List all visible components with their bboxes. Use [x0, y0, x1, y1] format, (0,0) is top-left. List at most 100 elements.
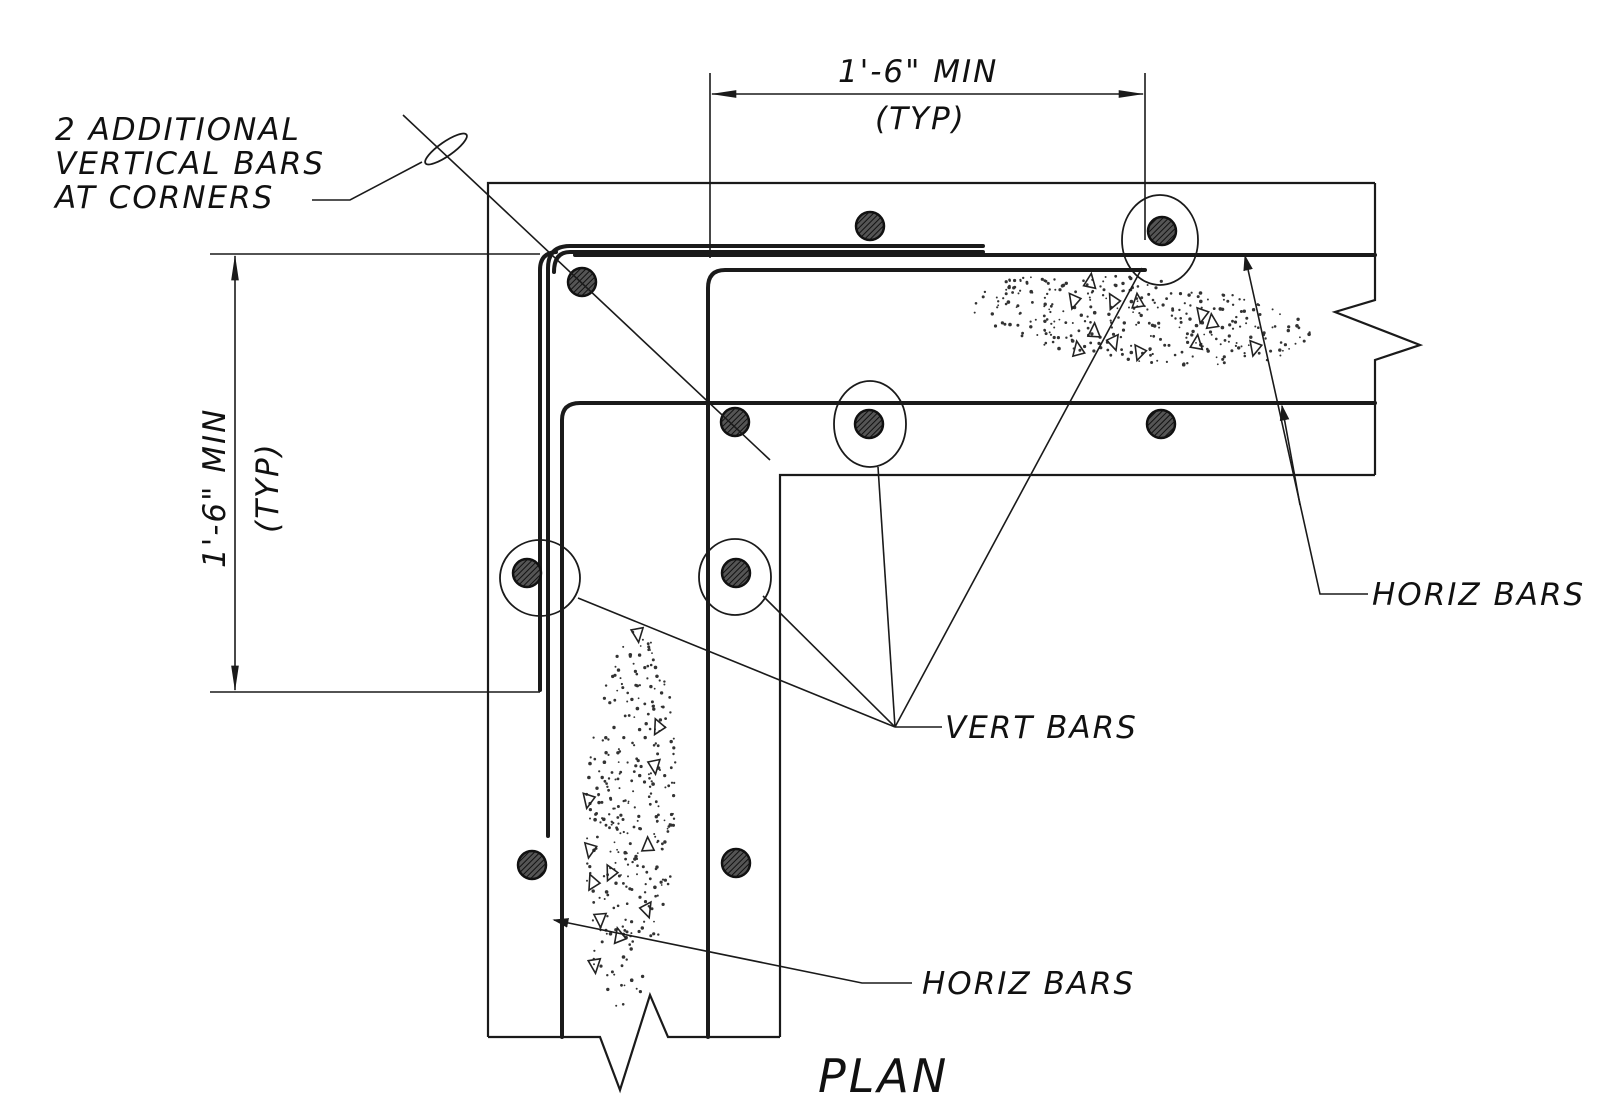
- aggregate-dot: [591, 889, 595, 893]
- aggregate-dot: [1051, 340, 1055, 344]
- aggregate-dot: [1159, 279, 1163, 283]
- aggregate-dot: [637, 727, 642, 732]
- aggregate-dot: [631, 741, 634, 745]
- aggregate-stone: [1249, 339, 1264, 358]
- aggregate-dot: [644, 722, 648, 726]
- aggregate-dot: [1146, 284, 1149, 286]
- aggregate-dot: [617, 761, 620, 763]
- aggregate-dot: [653, 920, 655, 923]
- aggregate-dot: [622, 736, 626, 740]
- aggregate-dot: [1042, 314, 1046, 318]
- aggregate-dot: [1019, 289, 1022, 292]
- aggregate-dot: [1117, 316, 1120, 319]
- aggregate-dot: [622, 799, 625, 803]
- aggregate-dot: [1105, 297, 1108, 300]
- aggregate-dot: [1074, 290, 1077, 294]
- aggregate-dot: [1247, 344, 1250, 347]
- aggregate-dot: [614, 778, 617, 781]
- aggregate-dot: [648, 802, 652, 806]
- aggregate-dot: [657, 933, 660, 936]
- aggregate-dot: [627, 875, 629, 878]
- aggregate-dot: [623, 929, 627, 932]
- aggregate-dot: [648, 727, 652, 731]
- aggregate-dot: [1062, 310, 1065, 313]
- aggregate-dot: [592, 736, 595, 739]
- aggregate-dot: [637, 653, 642, 657]
- aggregate-dot: [633, 857, 637, 861]
- aggregate-dot: [1101, 294, 1105, 297]
- aggregate-dot: [1007, 285, 1011, 290]
- aggregate-dot: [647, 773, 650, 776]
- aggregate-dot: [1215, 356, 1218, 359]
- aggregate-dot: [1049, 310, 1052, 314]
- aggregate-dot: [633, 716, 636, 718]
- aggregate-dot: [1113, 283, 1117, 287]
- aggregate-dot: [614, 881, 618, 885]
- aggregate-dot: [597, 800, 601, 805]
- aggregate-dot: [1199, 299, 1203, 304]
- aggregate-dot: [586, 837, 589, 840]
- aggregate-dot: [1215, 337, 1218, 341]
- aggregate-dot: [623, 850, 627, 855]
- aggregate-dot: [625, 958, 628, 961]
- leader-horiz-bars-right: [1243, 254, 1368, 595]
- aggregate-dot: [1295, 324, 1299, 328]
- aggregate-dot: [604, 684, 608, 687]
- aggregate-dot: [1086, 315, 1089, 318]
- aggregate-dot: [670, 781, 674, 784]
- aggregate-dot: [1287, 325, 1291, 329]
- aggregate-dot: [1227, 340, 1230, 343]
- aggregate-dot: [649, 641, 652, 644]
- aggregate-dot: [603, 898, 606, 900]
- aggregate-dot: [635, 757, 639, 761]
- aggregate-dot: [663, 840, 667, 844]
- aggregate-dot: [1178, 326, 1181, 329]
- aggregate-dot: [622, 645, 625, 648]
- aggregate-dot: [1167, 343, 1171, 347]
- aggregate-dot: [1122, 321, 1127, 325]
- aggregate-dot: [1157, 321, 1161, 325]
- aggregate-dot: [635, 672, 639, 676]
- aggregate-dot: [1257, 351, 1261, 355]
- aggregate-dot: [1119, 335, 1123, 339]
- aggregate-dot: [610, 823, 613, 826]
- aggregate-dot: [631, 940, 634, 943]
- aggregate-dot: [1045, 318, 1049, 321]
- aggregate-dot: [1090, 291, 1094, 294]
- aggregate-dot: [1020, 334, 1024, 338]
- aggregate-stone: [583, 841, 598, 860]
- aggregate-dot: [667, 825, 671, 828]
- aggregate-dot: [666, 827, 669, 830]
- aggregate-dot: [602, 817, 606, 822]
- aggregate-dot: [628, 943, 631, 946]
- aggregate-dot: [606, 893, 610, 897]
- aggregate-dot: [1099, 285, 1102, 288]
- aggregate-dot: [657, 813, 660, 817]
- aggregate-dot: [993, 324, 998, 328]
- aggregate-dot: [1089, 305, 1093, 309]
- aggregate-dot: [1283, 343, 1287, 347]
- aggregate-dot: [636, 819, 639, 822]
- aggregate-dot: [600, 800, 604, 804]
- aggregate-dot: [1245, 316, 1249, 320]
- aggregate-dot: [622, 830, 625, 834]
- aggregate-dot: [1069, 334, 1073, 338]
- aggregate-dot: [1156, 306, 1159, 309]
- aggregate-dot: [1004, 292, 1008, 296]
- aggregate-dot: [1151, 298, 1155, 302]
- aggregate-dot: [1048, 308, 1051, 311]
- aggregate-dot: [1043, 296, 1046, 299]
- aggregate-dot: [1129, 276, 1133, 281]
- aggregate-dot: [613, 973, 616, 976]
- aggregate-dot: [671, 823, 676, 827]
- aggregate-dot: [1174, 317, 1177, 320]
- label-additional-bars-line1: 2 ADDITIONAL: [55, 112, 301, 148]
- aggregate-dot: [643, 735, 647, 740]
- aggregate-dot: [616, 777, 620, 781]
- aggregate-dot: [641, 638, 644, 641]
- aggregate-dot: [981, 295, 985, 299]
- aggregate-dot: [1071, 322, 1074, 324]
- aggregate-dot: [1064, 321, 1068, 324]
- aggregate-dot: [653, 687, 656, 690]
- aggregate-dot: [1279, 354, 1282, 357]
